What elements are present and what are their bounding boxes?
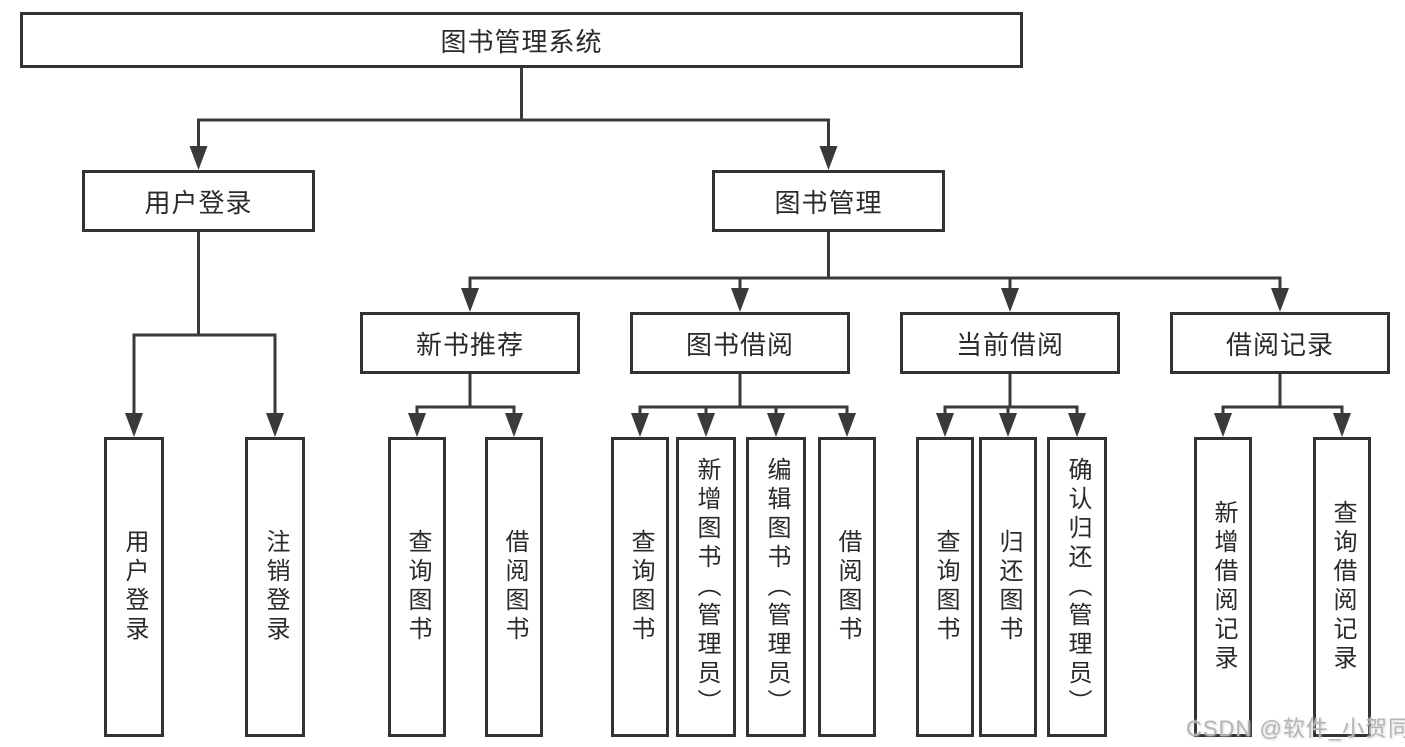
arrow-down-icon bbox=[266, 413, 284, 437]
arrow-down-icon bbox=[408, 413, 426, 437]
arrow-down-icon bbox=[189, 146, 208, 170]
node-return-books: 归还图书 bbox=[979, 437, 1037, 737]
arrow-down-icon bbox=[1068, 413, 1086, 437]
arrow-down-icon bbox=[731, 288, 749, 312]
node-new-book-recommend: 新书推荐 bbox=[360, 312, 580, 374]
node-edit-books-admin: 编辑图书（管理员） bbox=[746, 437, 806, 737]
node-current-borrowing: 当前借阅 bbox=[900, 312, 1120, 374]
node-user-login: 用户登录 bbox=[82, 170, 315, 232]
arrow-down-icon bbox=[767, 413, 785, 437]
arrow-down-icon bbox=[1271, 288, 1289, 312]
node-query-books-3: 查询图书 bbox=[916, 437, 974, 737]
arrow-down-icon bbox=[631, 413, 649, 437]
node-add-books-admin: 新增图书（管理员） bbox=[676, 437, 736, 737]
node-leaf-user-login: 用户登录 bbox=[104, 437, 164, 737]
node-query-borrow-record: 查询借阅记录 bbox=[1313, 437, 1371, 737]
arrow-down-icon bbox=[936, 413, 954, 437]
arrow-down-icon bbox=[1333, 413, 1351, 437]
arrow-down-icon bbox=[1001, 288, 1019, 312]
arrow-down-icon bbox=[999, 413, 1017, 437]
arrow-down-icon bbox=[461, 288, 479, 312]
arrow-down-icon bbox=[1214, 413, 1232, 437]
node-system: 图书管理系统 bbox=[20, 12, 1023, 68]
watermark: CSDN @软件_小贺同学 bbox=[1186, 716, 1405, 741]
arrow-down-icon bbox=[125, 413, 143, 437]
node-confirm-return-admin: 确认归还（管理员） bbox=[1047, 437, 1107, 737]
arrow-down-icon bbox=[505, 413, 523, 437]
node-borrowing-records: 借阅记录 bbox=[1170, 312, 1390, 374]
node-add-borrow-record: 新增借阅记录 bbox=[1194, 437, 1252, 737]
node-borrow-books-2: 借阅图书 bbox=[818, 437, 876, 737]
node-book-borrowing: 图书借阅 bbox=[630, 312, 850, 374]
node-borrow-books-1: 借阅图书 bbox=[485, 437, 543, 737]
arrow-down-icon bbox=[697, 413, 715, 437]
node-query-books-1: 查询图书 bbox=[388, 437, 446, 737]
node-leaf-logout: 注销登录 bbox=[245, 437, 305, 737]
arrow-down-icon bbox=[819, 146, 838, 170]
node-query-books-2: 查询图书 bbox=[611, 437, 669, 737]
arrow-down-icon bbox=[838, 413, 856, 437]
node-book-management: 图书管理 bbox=[712, 170, 945, 232]
